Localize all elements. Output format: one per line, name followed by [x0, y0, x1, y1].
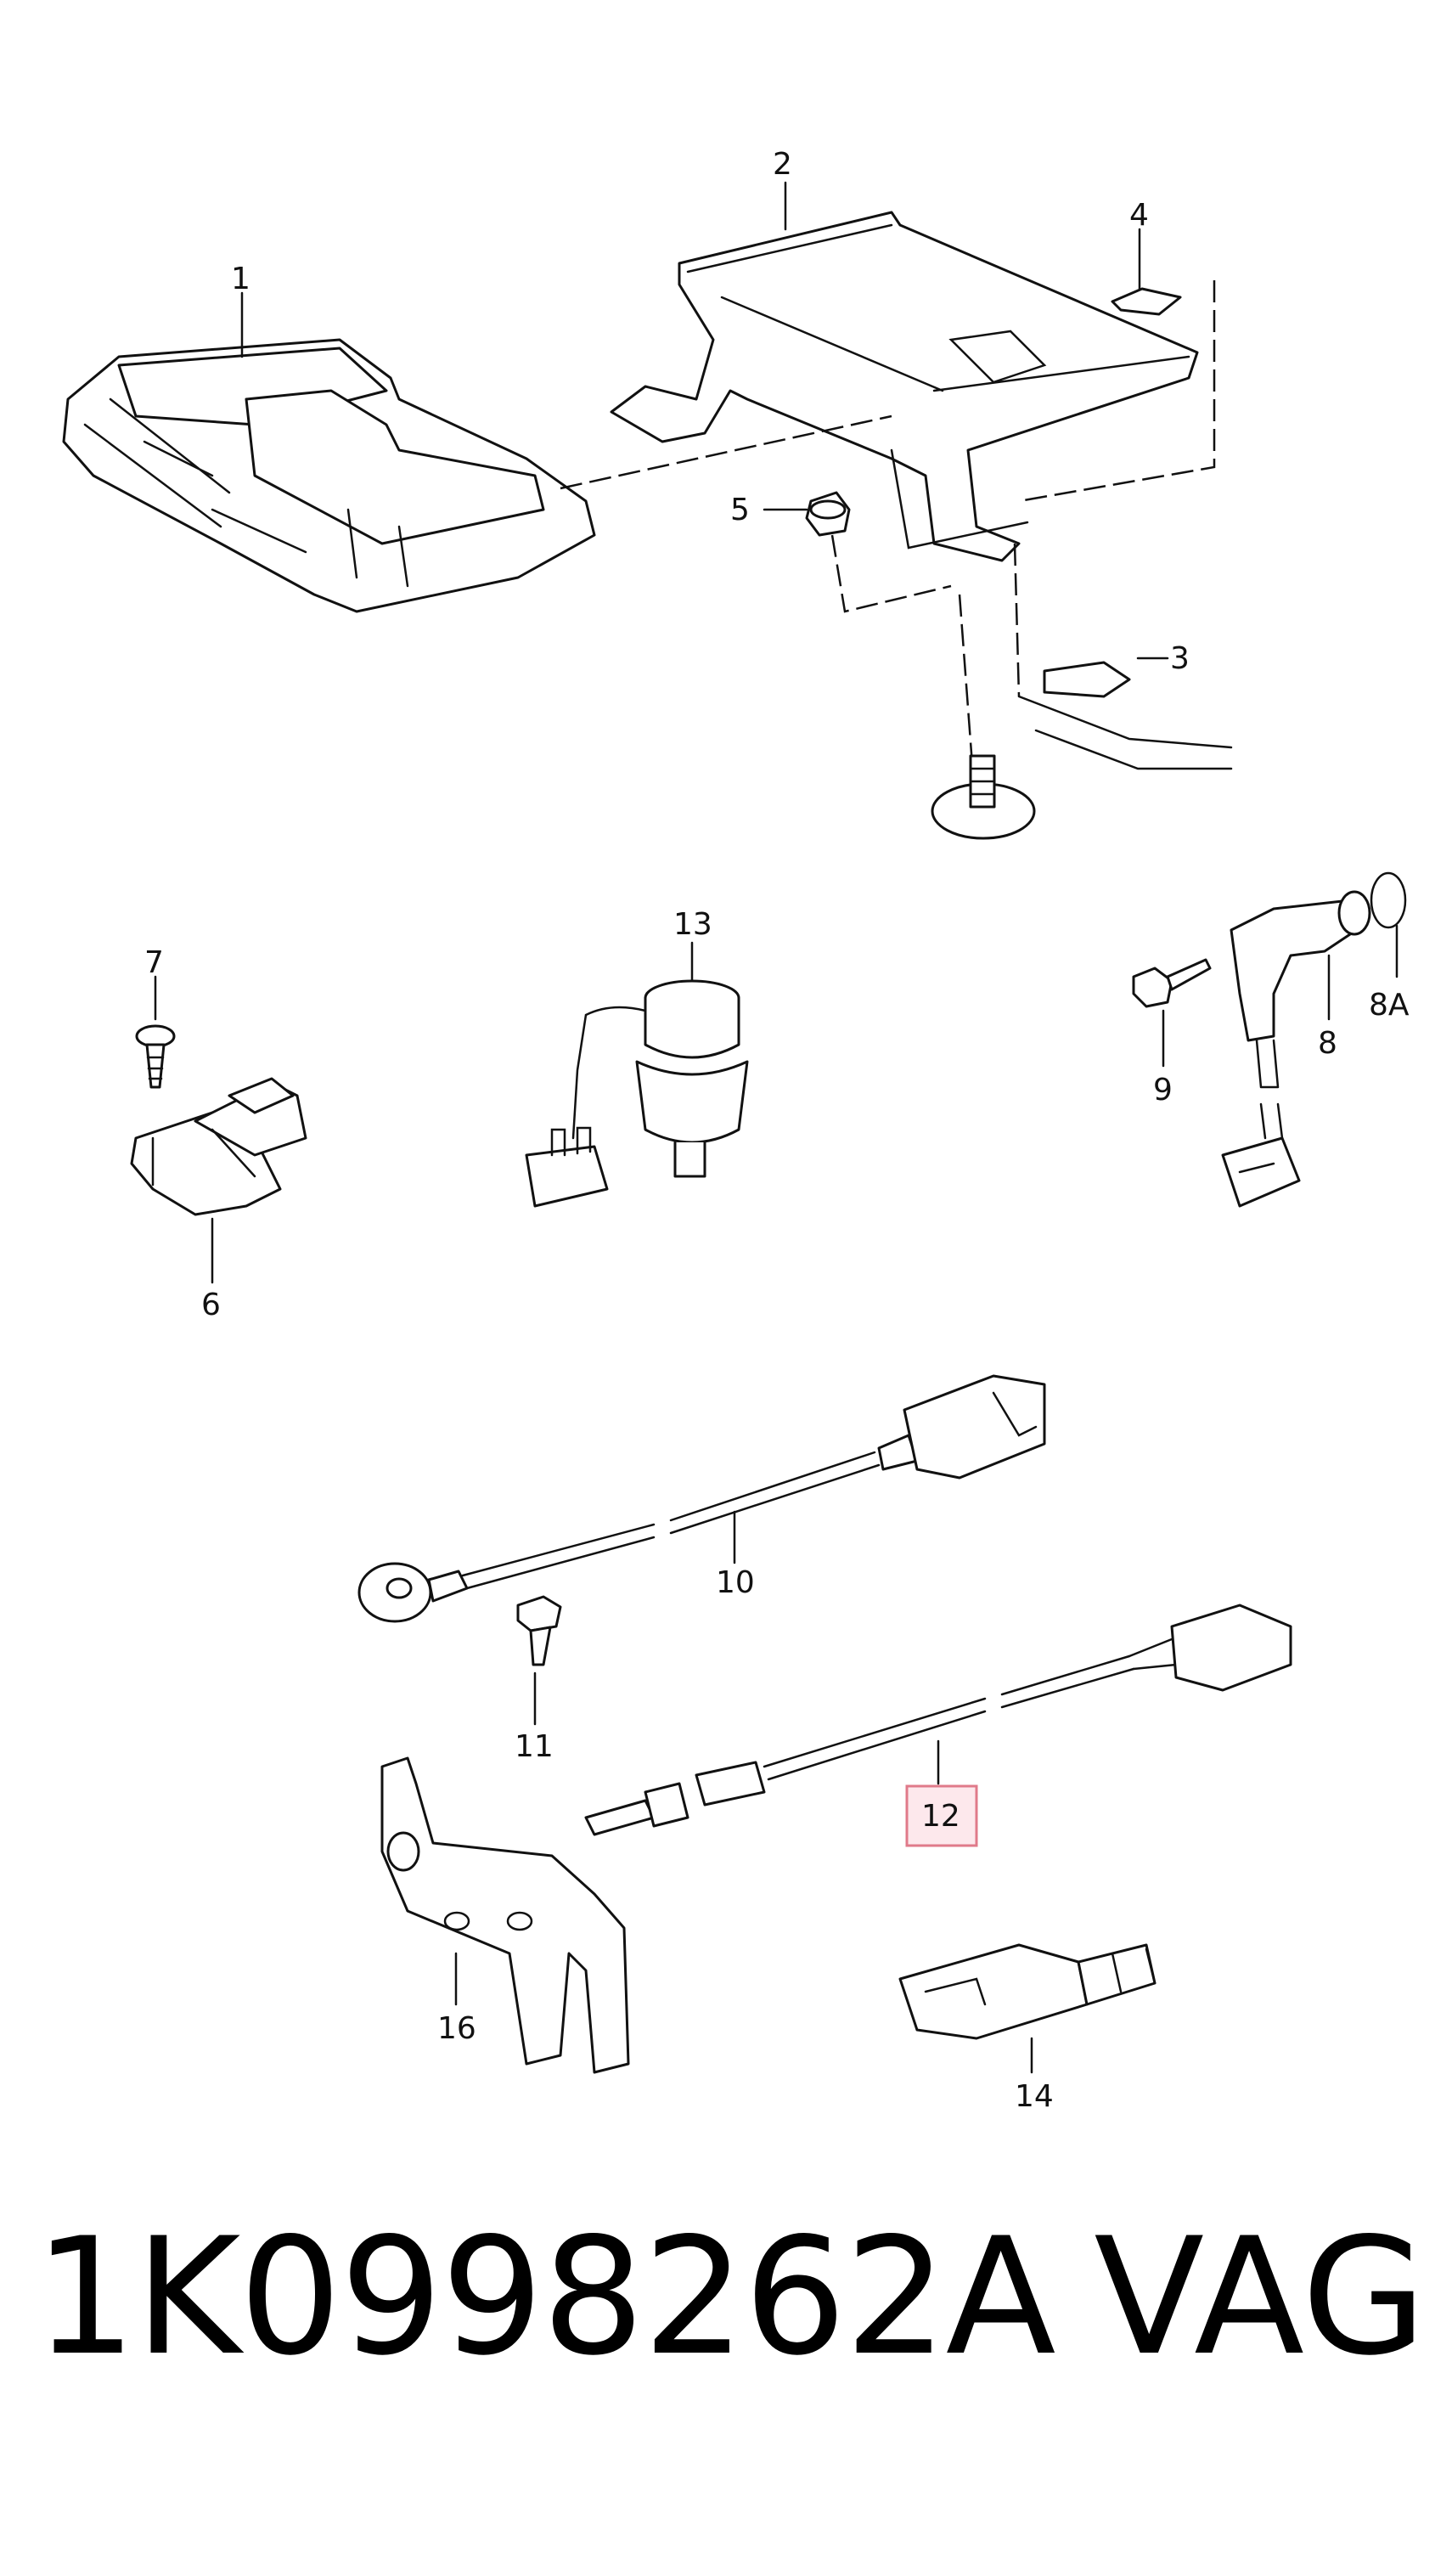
speed-sensor-part-8[interactable]: [1221, 890, 1371, 1208]
highlight-box-12: [905, 1784, 978, 1847]
callout-2: 2: [773, 147, 792, 182]
part-number: 1K0998262A: [34, 2203, 1056, 2391]
callout-13: 13: [673, 907, 712, 942]
o-ring-part-8a[interactable]: [1370, 871, 1407, 929]
switch-part-14[interactable]: [898, 1943, 1157, 2040]
callout-1: 1: [231, 262, 250, 296]
bolt-part-11[interactable]: [516, 1595, 562, 1666]
clip-part-3[interactable]: [1017, 661, 1233, 770]
nut-part-5[interactable]: [805, 491, 851, 537]
screw-part-7[interactable]: [135, 1024, 176, 1089]
bracket-part-2[interactable]: [610, 211, 1199, 562]
callout-5: 5: [730, 493, 750, 527]
callout-16: 16: [437, 2011, 476, 2046]
callout-3: 3: [1170, 641, 1190, 676]
callout-8: 8: [1318, 1026, 1337, 1061]
callout-11: 11: [515, 1729, 554, 1764]
knock-sensor-part-10[interactable]: [357, 1374, 1046, 1623]
sensor-part-6[interactable]: [130, 1077, 307, 1216]
bolt-part-9[interactable]: [1132, 958, 1212, 1008]
brand-label: VAG: [1094, 2203, 1427, 2391]
footer: 1K0998262A VAG: [34, 2200, 1427, 2421]
callout-9: 9: [1153, 1073, 1173, 1108]
callout-14: 14: [1015, 2079, 1054, 2114]
callout-4: 4: [1129, 198, 1149, 233]
oxygen-sensor-part-12[interactable]: [584, 1604, 1292, 1836]
valve-part-13[interactable]: [525, 979, 749, 1208]
parts-diagram: 1 2 4 5 3 7: [62, 147, 1410, 2114]
callout-10: 10: [716, 1565, 755, 1600]
callout-7: 7: [144, 945, 164, 980]
control-unit-part-1[interactable]: [62, 338, 596, 613]
stud-with-washer[interactable]: [931, 754, 1036, 840]
callout-6: 6: [201, 1288, 221, 1322]
clip-part-4[interactable]: [1111, 287, 1182, 316]
bracket-part-16[interactable]: [380, 1756, 630, 2074]
callout-12[interactable]: 12: [921, 1799, 960, 1834]
callout-8a: 8A: [1369, 988, 1410, 1023]
